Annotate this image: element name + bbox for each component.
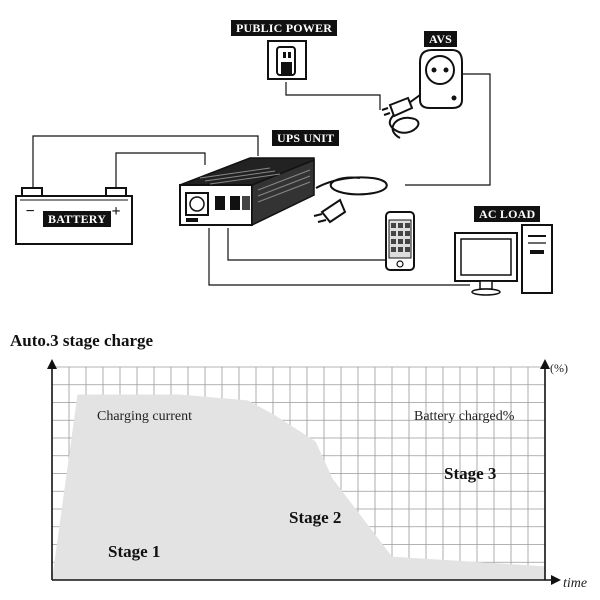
public-power-label: PUBLIC POWER	[231, 20, 338, 36]
wire-ups-phone	[227, 228, 390, 261]
charge-stage-chart: (%) time Charging current Battery charge…	[47, 359, 587, 591]
x-axis-label: time	[563, 576, 587, 591]
battery-label: BATTERY	[43, 211, 112, 227]
charging-current-area	[52, 394, 545, 580]
chart-axes	[47, 359, 561, 585]
battery-minus-sign: −	[25, 203, 34, 220]
chart-title: Auto.3 stage charge	[10, 331, 154, 350]
connection-diagram: − +	[15, 40, 553, 296]
battery-icon	[15, 187, 133, 245]
annotation-stage-1: Stage 1	[108, 542, 160, 561]
wire-ups-ac-load	[208, 228, 470, 286]
ups-unit-icon	[179, 157, 315, 227]
avs-label: AVS	[424, 31, 458, 47]
annotation-stage-2: Stage 2	[289, 508, 341, 527]
y-axis-left-arrow	[47, 359, 57, 369]
wire-avs-ac-load	[405, 73, 491, 186]
ac-load-label: AC LOAD	[474, 206, 541, 222]
wire-battery-negative	[32, 135, 259, 190]
wall-socket-icon	[267, 40, 307, 80]
y-axis-label: (%)	[550, 361, 568, 375]
wire-battery-positive	[115, 152, 206, 190]
annotation-battery-charged: Battery charged%	[414, 409, 515, 424]
computer-icon	[454, 224, 553, 296]
y-axis-right-arrow	[540, 359, 550, 369]
x-axis-arrow	[551, 575, 561, 585]
smartphone-icon	[385, 211, 415, 271]
avs-device-icon	[381, 49, 463, 139]
wire-public-power-avs	[285, 82, 381, 110]
battery-plus-sign: +	[111, 203, 120, 220]
annotation-stage-3: Stage 3	[444, 464, 496, 483]
ups-unit-label: UPS UNIT	[272, 130, 340, 146]
annotation-charging-current: Charging current	[97, 409, 192, 424]
power-plug-icon	[313, 176, 388, 224]
